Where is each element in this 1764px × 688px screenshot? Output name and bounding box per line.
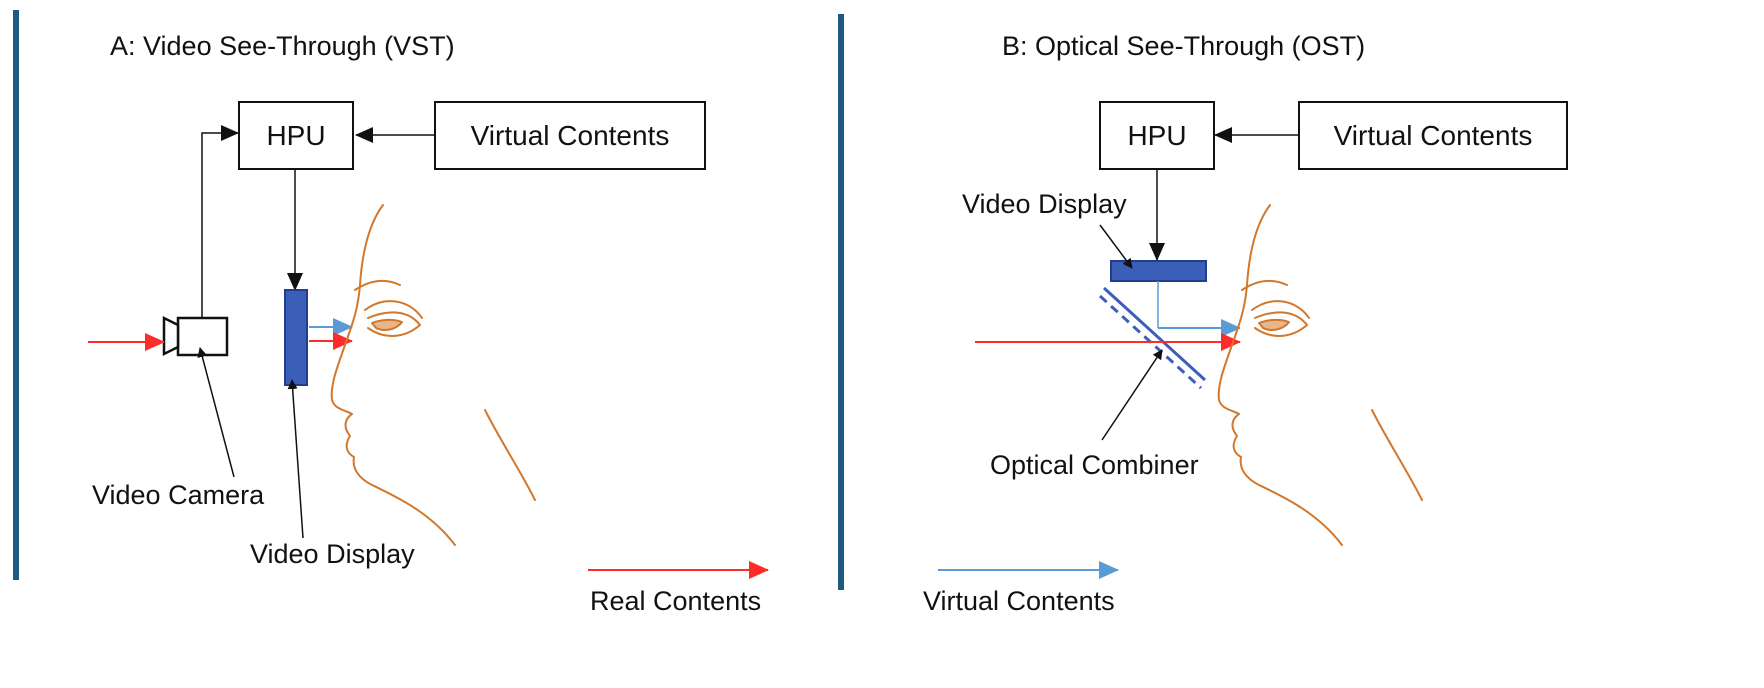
video-display-label-b: Video Display <box>962 189 1127 219</box>
hpu-box-b: HPU <box>1099 101 1215 170</box>
video-display-b <box>1110 260 1207 282</box>
video-display-label-a: Video Display <box>250 539 415 569</box>
camera-label-pointer <box>197 347 235 478</box>
left-border-bar <box>13 10 19 580</box>
display-label-pointer-a <box>287 379 304 539</box>
hpu-label-a: HPU <box>266 119 326 151</box>
display-label-pointer-b <box>1099 224 1133 269</box>
face-outline-a <box>330 204 536 546</box>
optical-combiner-label: Optical Combiner <box>990 450 1199 480</box>
virtual-contents-box-a: Virtual Contents <box>434 101 706 170</box>
face-outline-b <box>1217 204 1423 546</box>
virtual-contents-label-a: Virtual Contents <box>470 119 670 151</box>
virtual-contents-box-b: Virtual Contents <box>1298 101 1568 170</box>
legend-virtual-label: Virtual Contents <box>923 586 1115 616</box>
legend-real-label: Real Contents <box>590 586 762 616</box>
panel-a-title: A: Video See-Through (VST) <box>110 31 455 61</box>
panel-b-title: B: Optical See-Through (OST) <box>1002 31 1366 61</box>
video-display-a <box>284 289 308 386</box>
video-camera-label: Video Camera <box>92 480 265 510</box>
hpu-box-a: HPU <box>238 101 354 170</box>
video-camera-icon <box>162 315 229 357</box>
panel-divider-bar <box>838 14 844 590</box>
combiner-label-pointer <box>1101 349 1163 441</box>
hpu-label-b: HPU <box>1127 119 1187 151</box>
virtual-contents-label-b: Virtual Contents <box>1333 119 1533 151</box>
camera-to-hpu-arrow-a <box>201 125 239 318</box>
optical-combiner <box>1098 286 1207 390</box>
